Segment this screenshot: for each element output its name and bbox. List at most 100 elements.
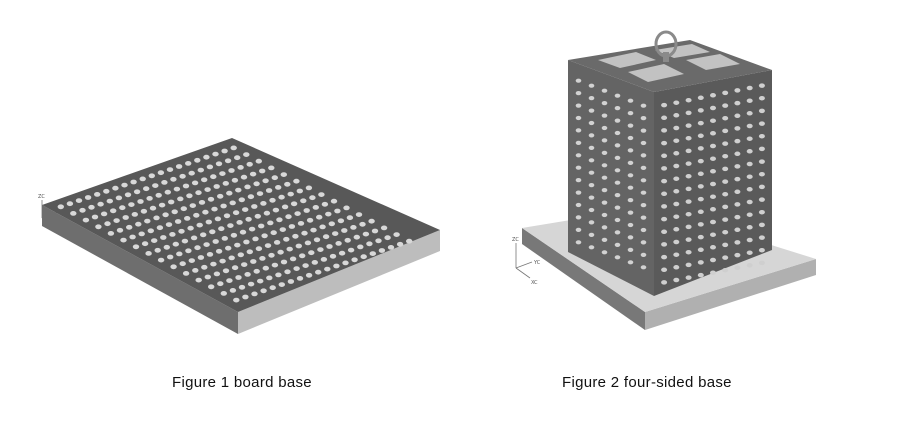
hole: [627, 173, 634, 178]
hole: [673, 151, 680, 156]
hole: [296, 276, 304, 281]
hole: [396, 241, 404, 247]
hole: [685, 275, 692, 280]
hole: [673, 100, 680, 105]
hole: [575, 240, 582, 245]
hole: [351, 257, 358, 263]
hole: [248, 226, 256, 232]
hole: [170, 264, 177, 270]
hole: [107, 231, 115, 236]
hole: [588, 183, 595, 188]
hole: [710, 143, 716, 149]
hole: [167, 254, 174, 260]
hole: [627, 111, 634, 116]
hole: [182, 183, 190, 189]
hole: [228, 168, 235, 173]
hole: [226, 278, 233, 283]
hole: [259, 256, 266, 261]
hole: [211, 206, 218, 212]
hole: [192, 268, 199, 273]
hole: [219, 171, 226, 177]
hole: [119, 205, 126, 211]
hole: [254, 213, 261, 219]
hole: [601, 212, 608, 218]
hole: [66, 201, 74, 207]
hole: [231, 265, 239, 271]
hole: [202, 209, 209, 215]
hole: [137, 199, 144, 204]
hole: [697, 171, 704, 177]
hole: [601, 150, 608, 155]
hole: [661, 254, 668, 260]
hole: [312, 205, 319, 210]
hole: [627, 185, 634, 190]
hole: [722, 115, 729, 121]
hole: [222, 181, 229, 186]
hole: [601, 163, 608, 168]
hole: [758, 197, 765, 202]
hole: [575, 227, 582, 232]
hole: [135, 221, 142, 227]
hole: [588, 195, 595, 200]
hole: [178, 228, 185, 234]
hole: [257, 278, 264, 284]
hole: [302, 263, 309, 268]
hole: [110, 208, 117, 214]
four-sided-base-render: ZC YC XC: [512, 30, 816, 330]
hole: [233, 297, 240, 303]
hole: [661, 140, 668, 146]
hole: [260, 288, 267, 294]
hole: [588, 207, 595, 213]
hole: [722, 229, 729, 235]
hole: [155, 192, 162, 198]
hole: [94, 192, 101, 197]
hole: [242, 294, 249, 300]
hole: [697, 108, 704, 113]
hole: [194, 157, 201, 163]
hole: [734, 126, 741, 131]
hole: [337, 218, 345, 224]
hole: [131, 212, 138, 217]
hole: [205, 219, 212, 225]
hole: [189, 203, 196, 209]
hole: [588, 170, 595, 175]
hole: [209, 229, 216, 235]
hole: [264, 243, 272, 249]
hole: [168, 199, 175, 205]
hole: [758, 247, 765, 253]
hole: [208, 284, 215, 290]
hole: [280, 259, 288, 265]
axis-triad-icon: ZC YC XC: [512, 237, 541, 286]
hole: [673, 277, 680, 283]
hole: [710, 131, 716, 136]
hole: [722, 141, 729, 146]
hole: [601, 237, 608, 242]
hole: [204, 274, 211, 280]
board-front-face: [42, 205, 238, 334]
hole: [697, 184, 704, 189]
hole: [575, 202, 582, 208]
hole: [270, 230, 277, 236]
hole: [710, 118, 716, 123]
hole: [368, 218, 375, 224]
hole: [746, 250, 753, 255]
hole: [247, 281, 255, 287]
hole: [588, 220, 595, 225]
hole: [614, 242, 621, 247]
hole: [350, 225, 357, 230]
hole: [176, 251, 183, 257]
hole: [115, 195, 123, 201]
hole: [124, 192, 132, 198]
hole: [244, 184, 251, 190]
hole: [601, 113, 608, 118]
hole: [746, 237, 753, 243]
hole: [148, 173, 155, 179]
hole: [661, 153, 668, 159]
hole: [746, 263, 753, 268]
hole: [710, 105, 716, 111]
hole: [229, 288, 237, 293]
hole: [627, 198, 634, 203]
hole: [206, 164, 214, 170]
hole: [627, 160, 634, 165]
hole: [588, 133, 595, 138]
